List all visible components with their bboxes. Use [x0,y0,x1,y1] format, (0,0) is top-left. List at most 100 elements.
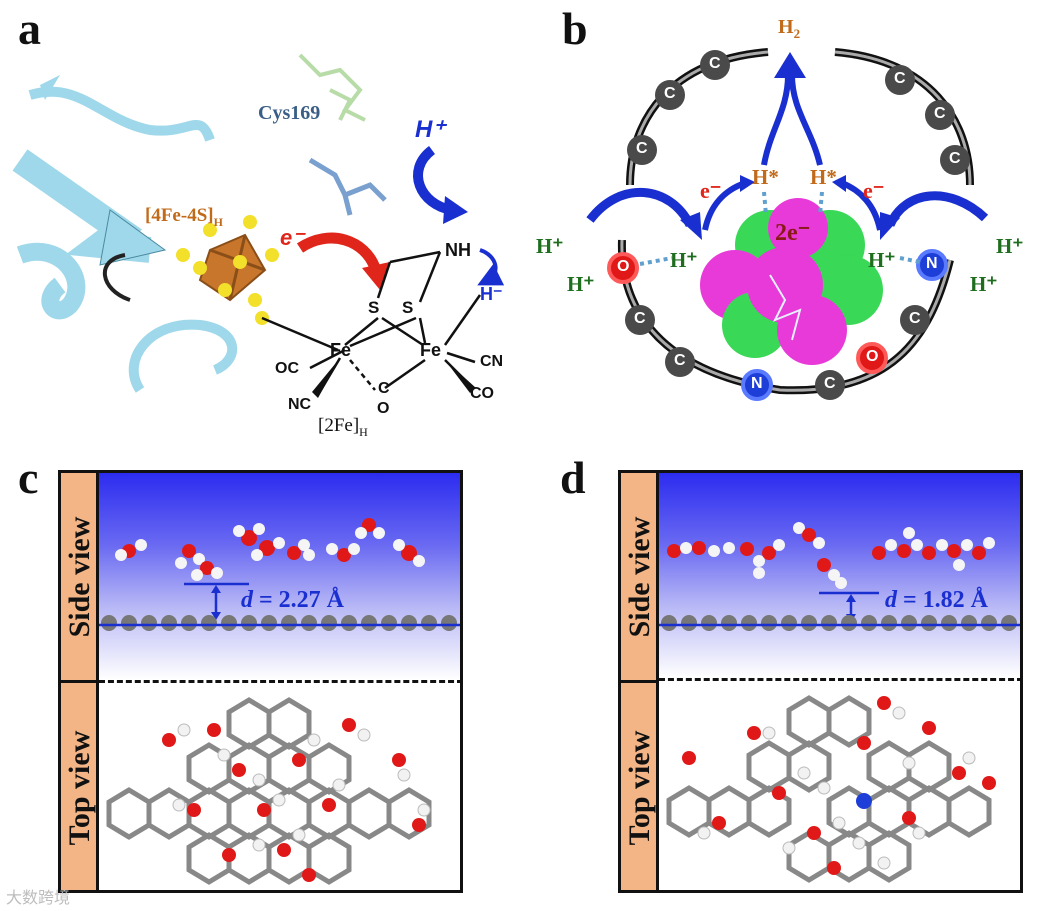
panel-a-hydrogenase-diagram: Cys169 H⁺ [4Fe-4S]H e⁻ NH H⁻ S S Fe Fe O… [0,0,530,445]
hydride-arrow [477,248,505,286]
d-side-view-svg [659,522,1020,631]
panel-letter-c: c [18,452,39,503]
d-view-divider [659,678,1020,681]
c-top-view-label: Top view [63,730,96,846]
nc-label: NC [288,396,312,413]
c-adsorbed-oxygen [162,718,426,882]
electron-arrow-right-head [832,175,846,192]
oxygen-letter: O [866,348,879,365]
carbon-atoms [625,50,970,400]
panel-c-frame: Side view Top view [58,470,463,893]
electron-arrow-right [840,180,883,231]
carbon-letter: C [664,85,676,102]
c-side-view-svg [99,518,460,631]
o-bridge-label: O [377,400,390,417]
s1-label: S [368,298,380,317]
d-distance-label: d = 1.82 Å [885,587,989,613]
co-wedge [445,360,476,393]
fe1-label: Fe [330,340,352,360]
d-side-view-area: d = 1.82 Å [659,473,1020,678]
cys169-label: Cys169 [258,102,321,124]
fe2-label: Fe [420,340,442,360]
d-side-view-cell: Side view [621,473,659,683]
metal-cluster [700,198,883,365]
two-electron-label: 2e⁻ [775,220,811,246]
c-graphene-row [101,615,457,631]
h2-arrow-right [789,74,823,166]
h-star-2: H* [810,165,837,189]
a-hplus-label: H⁺ [415,116,445,143]
b-electron-left: e⁻ [700,178,722,203]
electron-arrow-left [702,180,747,231]
proton-arrow-left-head [680,212,702,240]
cluster-label: [4Fe-4S]H [145,205,223,229]
oc-label: OC [275,360,299,377]
carbon-letter: C [636,140,648,157]
b-hplus: H⁺ [536,234,564,258]
b-hplus: H⁺ [996,234,1024,258]
c-side-view-label: Side view [63,516,96,637]
protein-ribbon [12,75,238,393]
electron-arrow-head [362,262,390,290]
nitrogen-letter: N [926,255,938,272]
c-d-arrow-head-up [211,585,221,593]
dotted-bonds [639,191,921,266]
proton-arrow-right [885,191,989,228]
proton-arrow-right-head [880,212,900,240]
b-hplus: H⁺ [670,248,698,272]
carbon-letter: C [634,310,646,327]
c-side-view-area: d = 2.27 Å [99,473,460,680]
b-electron-right: e⁻ [863,178,885,203]
ring-oxygen-left [607,252,639,284]
proton-arrow-head [443,196,468,224]
panel-letter-a: a [18,3,41,54]
co-right-label: CO [470,385,494,402]
d-adsorbed-oxygen [682,696,996,875]
a-electron-label: e⁻ [280,225,304,250]
c-hexagon-lattice [106,697,432,885]
d-side-view-label: Side view [623,516,656,637]
h-star-1: H* [752,165,779,189]
carbon-letter: C [949,150,961,167]
hydride-label: H⁻ [480,284,503,304]
panel-b-cluster-diagram: C C C C C C C C C C O O N N H2 H* H* e⁻ … [530,0,1038,445]
d-water-molecules [667,522,995,589]
electron-transfer-arrow [296,232,381,271]
c-top-view-area [99,685,460,890]
nh-label: NH [445,240,471,260]
nc-wedge [312,358,340,398]
panel-b-svg [586,48,989,401]
nitrogen-letter: N [751,375,763,392]
s2-label: S [402,298,414,317]
carbon-letter: C [709,55,721,72]
d-top-view-label: Top view [623,730,656,846]
c-adsorbed-hydrogen [172,723,431,852]
b-hplus: H⁺ [567,272,595,296]
carbon-letter: C [909,310,921,327]
d-nitrogen-dopant [856,793,872,809]
c-d-arrow-head-down [211,612,221,620]
c-top-view-cell: Top view [61,683,99,890]
proton-arrow [413,145,454,215]
c-view-divider [99,680,460,683]
d-top-view-area [659,683,1020,890]
h2-arrow-head [774,52,806,78]
panel-c-sidebar: Side view Top view [61,473,99,890]
b-hplus: H⁺ [970,272,998,296]
cys169-residue [298,53,387,216]
ring-nitrogen-bottom [741,369,773,401]
panel-a-svg [12,53,505,398]
panel-d-sidebar: Side view Top view [621,473,659,890]
c-water-molecules [115,518,425,581]
carbon-letter: C [674,352,686,369]
panel-d-frame: Side view Top view [618,470,1023,893]
ring-oxygen-right [856,342,888,374]
d-graphene-row [661,615,1017,631]
oxygen-letter: O [617,258,630,275]
b-hplus: H⁺ [868,248,896,272]
proton-arrow-left [586,187,695,228]
ring-nitrogen-right [916,249,948,281]
d-top-view-cell: Top view [621,683,659,890]
d-adsorbed-hydrogen [697,706,976,870]
c-side-view-cell: Side view [61,473,99,683]
